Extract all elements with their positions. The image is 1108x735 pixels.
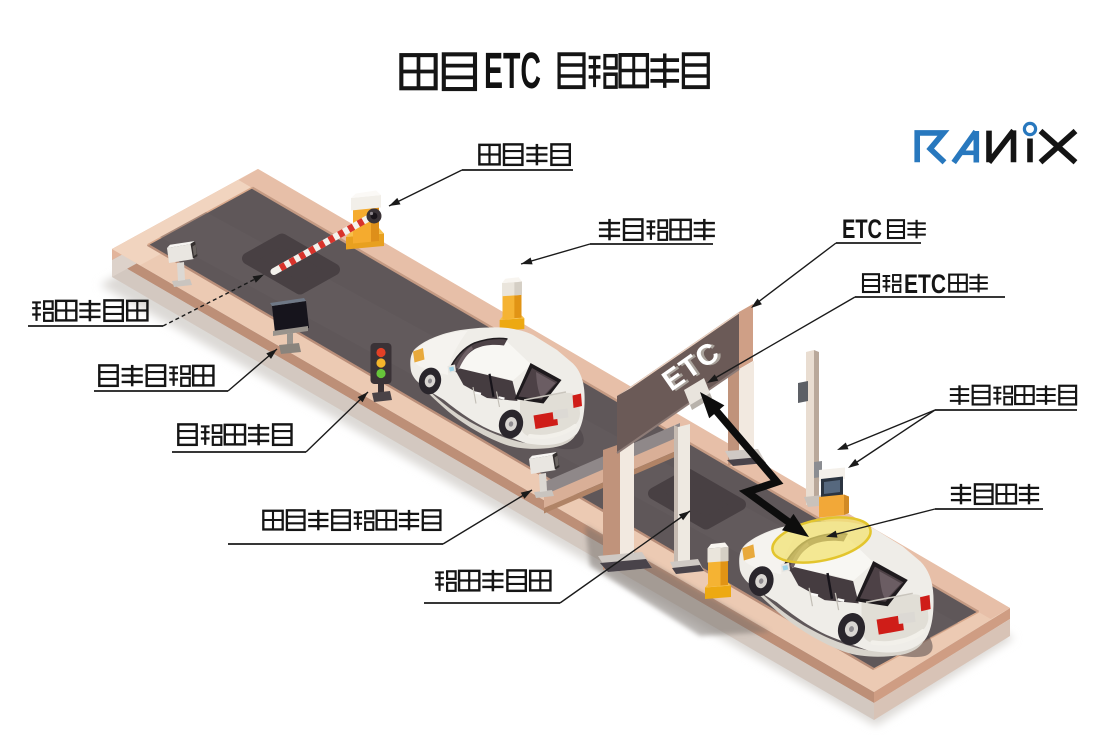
- svg-text:ETC: ETC: [484, 42, 541, 99]
- svg-text:ETC: ETC: [842, 214, 882, 244]
- svg-text:ETC: ETC: [904, 269, 946, 299]
